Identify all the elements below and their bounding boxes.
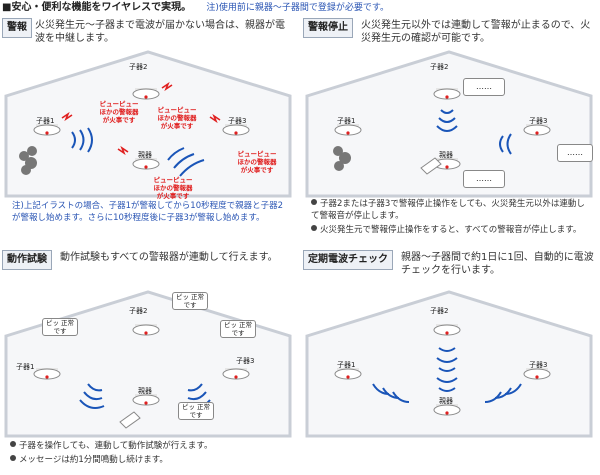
test-scene: ピッ 正常です ピッ 正常です ピッ 正常です ピッ 正常です 子器2 子器1 … [2, 288, 295, 438]
stop-scene: …… …… …… 子器2 子器1 子器3 親器 [303, 48, 596, 198]
detector-child2 [132, 324, 160, 336]
detector-child1 [33, 124, 61, 136]
detector-parent [132, 394, 160, 406]
tag-child2: 子器2 [129, 63, 148, 71]
radio-waves [79, 383, 211, 409]
alarm-voice-parent: ピューピュー ほかの警報器が火事です [153, 176, 193, 200]
tag-parent: 親器 [439, 397, 453, 405]
test-bullet-2: メッセージは約1分間鳴動し続けます。 [10, 454, 290, 466]
detector-parent [132, 158, 160, 170]
house-outline [4, 50, 292, 198]
smoke-icon [19, 146, 37, 175]
detector-child1 [334, 124, 362, 136]
alarm-sound-lines [61, 81, 221, 156]
tag-child2: 子器2 [129, 307, 148, 315]
alarm-voice-child3: ピューピュー ほかの警報器が火事です [237, 150, 277, 174]
alarm-footnote: 注)上記イラストの場合、子器1が警報してから10秒程度で親器と子器2が警報し始め… [12, 201, 284, 223]
detector-child2 [433, 88, 461, 100]
speech-bubble-child3: ピッ 正常です [220, 320, 256, 338]
stop-bullet-1: 子器2または子器3で警報停止操作をしても、火災発生元以外は連動して警報音が停止し… [311, 199, 585, 221]
tag-child3: 子器3 [529, 361, 548, 369]
radio-waves [71, 127, 205, 177]
panel-alarm-description: 火災発生元～子器まで電波が届かない場合は、親器が電波を中継します。 [35, 20, 285, 44]
tag-child2: 子器2 [430, 63, 449, 71]
tag-child3: 子器3 [236, 357, 255, 365]
tag-child3: 子器3 [228, 117, 247, 125]
panel-alarm: 警報 火災発生元～子器まで電波が届かない場合は、親器が電波を中継します。 [2, 18, 295, 242]
check-scene: 子器2 子器1 子器3 親器 [303, 288, 596, 438]
detector-child3 [222, 368, 250, 380]
panel-stop-description: 火災発生元以外では連動して警報が止まるので、火災発生元の確認が可能です。 [361, 20, 591, 44]
tag-parent: 親器 [138, 387, 152, 395]
tag-child1: 子器1 [16, 363, 35, 371]
tag-child1: 子器1 [337, 117, 356, 125]
section-header: ■安心・便利な機能をワイヤレスで実現。 注)使用前に親器～子器間で登録が必要です… [2, 1, 389, 15]
panel-periodic-check: 定期電波チェック 親器～子器間で約1日に1回、自動的に電波チェックを行います。 … [303, 250, 596, 474]
detector-parent [433, 404, 461, 416]
section-title: ■安心・便利な機能をワイヤレスで実現。 [2, 2, 192, 13]
smoke-icon [333, 146, 351, 171]
stop-bullets: 子器2または子器3で警報停止操作をしても、火災発生元以外は連動して警報音が停止し… [311, 198, 591, 238]
alarm-voice-child1: ピューピュー ほかの警報器が火事です [99, 100, 139, 124]
detector-child2 [433, 324, 461, 336]
tag-parent: 親器 [138, 151, 152, 159]
speech-bubble-child2: …… [463, 78, 505, 96]
panel-test: 動作試験 動作試験もすべての警報器が連動して行えます。 ピッ 正常です ピッ 正… [2, 250, 295, 474]
house-outline [305, 290, 593, 438]
speech-bubble-parent: …… [463, 170, 505, 188]
tag-child1: 子器1 [337, 361, 356, 369]
radio-waves [372, 347, 522, 403]
panel-stop: 警報停止 火災発生元以外では連動して警報が止まるので、火災発生元の確認が可能です… [303, 18, 596, 242]
radio-waves [436, 109, 512, 155]
speech-bubble-child2: ピッ 正常です [172, 292, 208, 310]
detector-child3 [523, 368, 551, 380]
detector-child1 [334, 368, 362, 380]
tag-child2: 子器2 [430, 307, 449, 315]
speech-bubble-child1: ピッ 正常です [42, 318, 78, 336]
test-bullet-1: 子器を操作しても、連動して動作試験が行えます。 [10, 440, 290, 452]
tag-child1: 子器1 [36, 117, 55, 125]
hand-pointer-icon [119, 411, 141, 429]
test-bullets: 子器を操作しても、連動して動作試験が行えます。 メッセージは約1分間鳴動し続けま… [10, 440, 290, 468]
alarm-scene: 子器2 子器1 子器3 親器 ピューピュー ほかの警報器が火事です ピューピュー… [2, 48, 295, 200]
detector-child3 [222, 124, 250, 136]
hand-pointer-icon [420, 157, 442, 175]
speech-bubble-parent: ピッ 正常です [178, 402, 214, 420]
tag-parent: 親器 [439, 151, 453, 159]
detector-child2 [132, 88, 160, 100]
panel-check-label: 定期電波チェック [303, 250, 393, 270]
panel-alarm-label: 警報 [2, 18, 32, 38]
alarm-voice-child2: ピューピュー ほかの警報器が火事です [157, 106, 197, 130]
tag-child3: 子器3 [529, 117, 548, 125]
panel-stop-label: 警報停止 [303, 18, 353, 38]
panel-test-label: 動作試験 [2, 250, 52, 270]
stop-bullet-2: 火災発生元で警報停止操作をすると、すべての警報音が停止します。 [311, 224, 591, 236]
panel-check-description: 親器～子器間で約1日に1回、自動的に電波チェックを行います。 [401, 252, 594, 276]
detector-child1 [33, 368, 61, 380]
speech-bubble-child3: …… [557, 144, 593, 162]
panel-test-description: 動作試験もすべての警報器が連動して行えます。 [60, 252, 278, 263]
detector-child3 [523, 124, 551, 136]
registration-note: 注)使用前に親器～子器間で登録が必要です。 [206, 3, 389, 13]
detector-parent [433, 158, 461, 170]
